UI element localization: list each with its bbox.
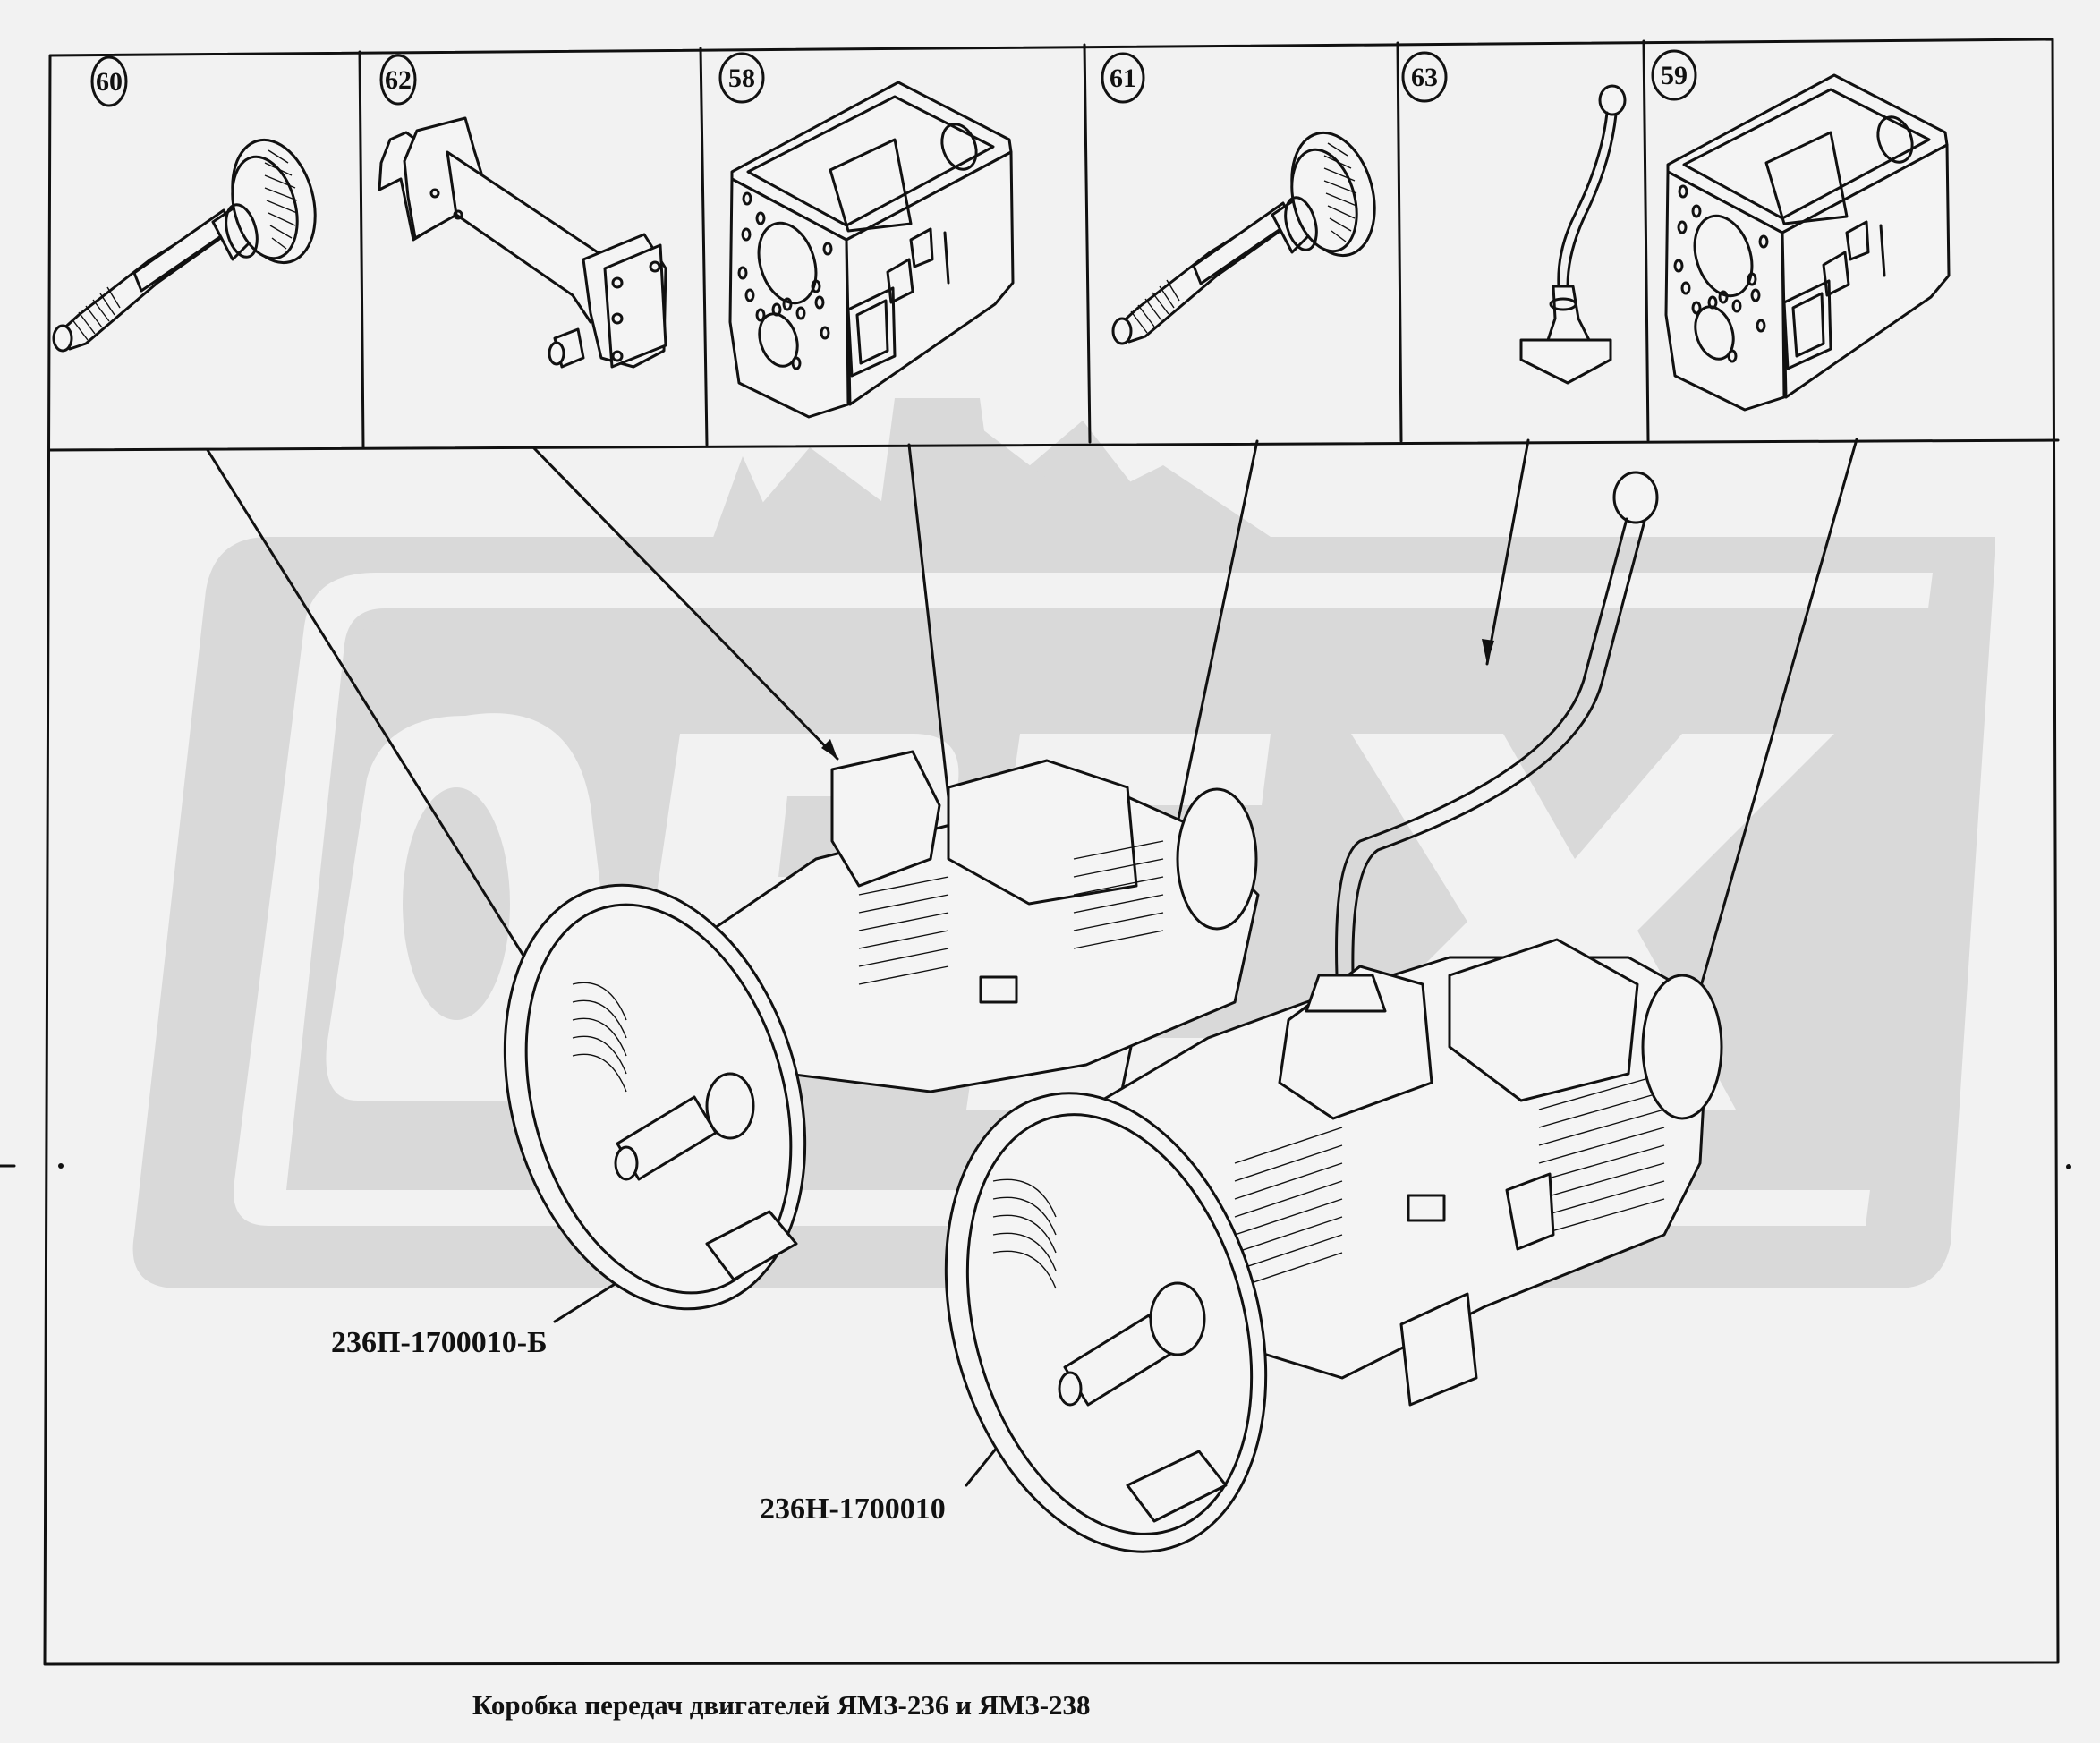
- housing-illustration-58: [728, 81, 1015, 419]
- assembly-236p-illustration: [503, 750, 1260, 1311]
- callout-63: 63: [1401, 51, 1448, 103]
- shift-housing-illustration-62: [378, 116, 667, 369]
- assembly-236n-illustration: [944, 471, 1723, 1553]
- callout-61-text: 61: [1110, 64, 1136, 93]
- callout-59: 59: [1651, 49, 1697, 101]
- assembly-label-236p: 236П-1700010-Б: [331, 1326, 548, 1359]
- assembly-label-236n: 236Н-1700010: [760, 1492, 946, 1526]
- shaft-gear-illustration-61: [1111, 122, 1390, 345]
- callout-62: 62: [379, 54, 417, 106]
- callout-58-text: 58: [728, 64, 755, 93]
- figure-caption-text: Коробка передач двигателей ЯМЗ-236 и ЯМЗ…: [472, 1689, 1091, 1721]
- callout-60-text: 60: [96, 67, 123, 97]
- housing-illustration-59: [1664, 73, 1951, 412]
- diagram-frame: [0, 38, 2071, 1666]
- shaft-gear-illustration-60: [52, 138, 317, 353]
- callout-60: 60: [90, 55, 128, 107]
- callout-61: 61: [1101, 52, 1145, 104]
- callout-59-text: 59: [1661, 61, 1688, 90]
- shift-lever-illustration-63: [1519, 84, 1627, 385]
- callout-63-text: 63: [1411, 63, 1438, 92]
- callout-62-text: 62: [385, 65, 412, 95]
- callout-58: 58: [718, 52, 765, 104]
